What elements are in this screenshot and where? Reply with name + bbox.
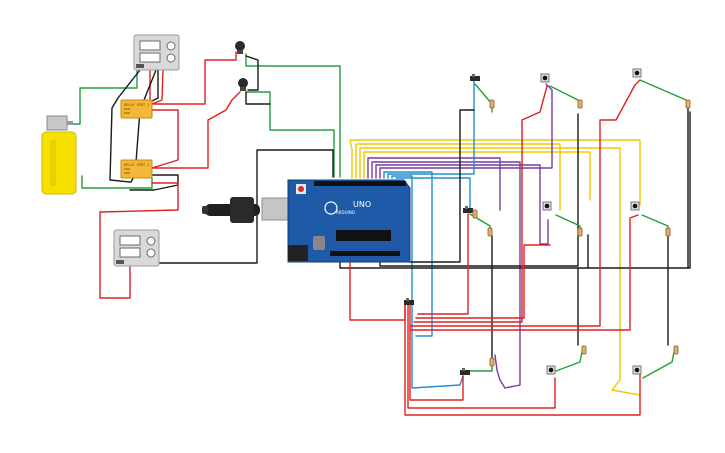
resistor-2[interactable]: [577, 99, 583, 109]
green-wire-13: [245, 91, 335, 178]
slide-switch-3[interactable]: [404, 298, 414, 305]
resistors-group: [472, 99, 691, 367]
red-wire-42: [407, 302, 556, 409]
power-supply-1[interactable]: [133, 34, 180, 71]
red-wire-40: [349, 261, 406, 321]
slide-switches-group: [404, 74, 480, 375]
resistor-10[interactable]: [472, 209, 478, 219]
green-wire-56: [555, 351, 583, 372]
resistor-7[interactable]: [489, 357, 495, 367]
black-wire-31: [409, 109, 475, 263]
push-button-3[interactable]: [542, 201, 552, 211]
push-buttons-group: [540, 68, 642, 375]
yellow-wire-18: [349, 139, 641, 206]
resistor-9[interactable]: [673, 345, 679, 355]
resistor-6[interactable]: [665, 227, 671, 237]
power-supply-2[interactable]: [113, 229, 160, 267]
slide-switch-4[interactable]: [460, 368, 470, 375]
purple-wire-23: [371, 161, 521, 389]
green-wire-53: [555, 214, 581, 233]
red-wire-44: [409, 214, 639, 331]
black-wire-2: [109, 69, 141, 183]
push-button-6[interactable]: [632, 365, 642, 375]
red-wire-48: [417, 213, 469, 315]
black-wire-12: [245, 55, 259, 91]
board-logo-text: ARDUINO: [336, 210, 355, 215]
yellow-wire-19: [355, 143, 561, 211]
red-wire-10: [151, 91, 241, 169]
red-wire-47: [415, 244, 551, 319]
black-wire-30: [339, 111, 691, 269]
resistor-8[interactable]: [581, 345, 587, 355]
blue-wire-26: [383, 171, 433, 337]
green-wire-1: [71, 69, 138, 125]
blue-wire-29: [395, 177, 471, 211]
relay-1-label: RELAY SPDT 1: [124, 103, 149, 107]
resistor-5[interactable]: [577, 227, 583, 237]
green-wire-11: [245, 53, 341, 178]
black-wire-14: [245, 91, 271, 105]
red-wire-41: [404, 302, 641, 416]
purple-wire-24: [375, 164, 549, 245]
red-wire-5: [151, 69, 164, 105]
purple-wire-22: [367, 157, 501, 211]
push-button-2[interactable]: [632, 68, 642, 78]
relay-2[interactable]: RELAY SPDT 2: [120, 159, 153, 179]
black-wire-32: [379, 113, 579, 267]
green-wire-50: [549, 85, 581, 107]
red-wire-6: [151, 109, 179, 169]
board-model-text: UNO: [353, 200, 371, 209]
black-wire-17: [117, 149, 334, 264]
dc-motor[interactable]: [41, 115, 77, 195]
green-wire-51: [639, 79, 689, 105]
relay-1[interactable]: RELAY SPDT 1: [120, 99, 153, 119]
blue-wire-28: [391, 175, 464, 389]
red-wire-45: [409, 79, 641, 327]
purple-wire-25: [379, 83, 553, 179]
green-wire-57: [642, 351, 675, 379]
resistor-4[interactable]: [487, 227, 493, 237]
slide-switch-2[interactable]: [463, 206, 473, 213]
black-wire-7: [151, 69, 159, 102]
resistor-1[interactable]: [489, 99, 495, 109]
green-wire-54: [641, 214, 669, 233]
push-button-1[interactable]: [540, 73, 550, 83]
buzzer-2[interactable]: [238, 78, 248, 91]
green-wire-55: [462, 361, 493, 372]
relay-2-label: RELAY SPDT 2: [124, 163, 149, 167]
green-wire-49: [474, 83, 493, 113]
red-wire-16: [99, 182, 179, 299]
blue-wire-27: [387, 79, 475, 179]
red-wire-43: [409, 302, 464, 401]
red-wire-46: [413, 85, 548, 323]
yellow-wire-20: [359, 147, 641, 396]
yellow-wire-21: [363, 151, 591, 201]
wires-layer: [71, 51, 691, 416]
push-button-4[interactable]: [630, 201, 640, 211]
resistor-3[interactable]: [685, 99, 691, 109]
arduino-board[interactable]: UNO ARDUINO: [287, 179, 411, 263]
buzzer-1[interactable]: [235, 41, 245, 54]
slide-switch-1[interactable]: [470, 74, 480, 81]
red-wire-9: [151, 51, 237, 105]
push-button-5[interactable]: [546, 365, 556, 375]
